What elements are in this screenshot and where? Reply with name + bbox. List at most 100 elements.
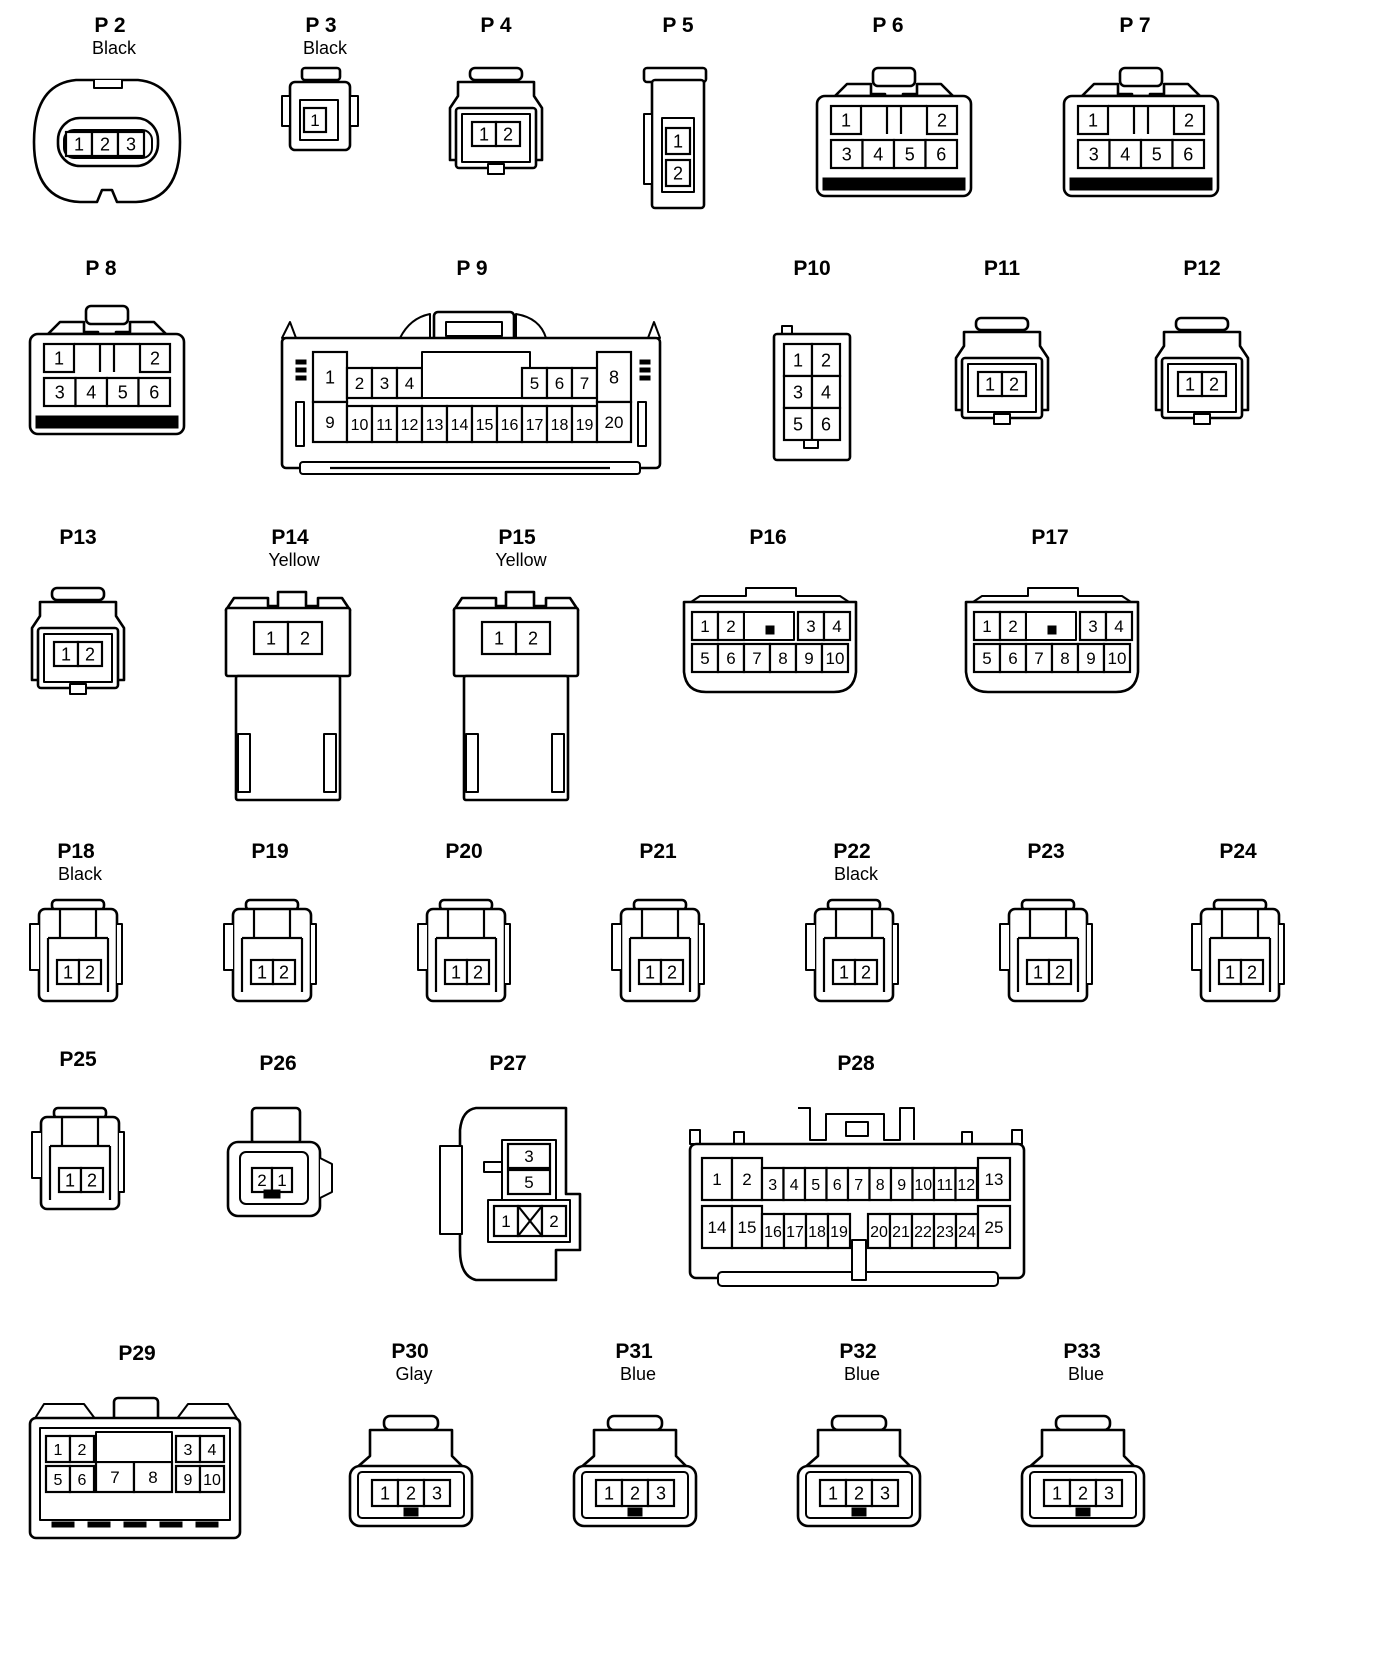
pin-number: 2 [78, 1442, 87, 1459]
pin-number: 2 [87, 1170, 97, 1190]
latch-shape [1118, 66, 1164, 88]
side-rail [439, 1145, 463, 1235]
cavity-cross [517, 1205, 543, 1237]
pin-cell [494, 120, 522, 148]
pin-cell [198, 1434, 226, 1464]
pin-number: 2 [673, 163, 683, 183]
housing-band [1069, 177, 1213, 191]
pin-cell [77, 958, 103, 986]
side-lug [31, 1131, 41, 1179]
pin-number: 2 [528, 628, 538, 648]
housing-shape [231, 907, 313, 1003]
connector-id-label: P11 [984, 257, 1021, 280]
connector-color-label: Black [92, 38, 137, 58]
corner-post [689, 1129, 701, 1145]
pin-number: 10 [826, 649, 845, 668]
pin-cell [132, 1460, 174, 1494]
pin-cell [302, 106, 328, 134]
pin-number: 3 [806, 617, 815, 636]
pin-cell [42, 376, 77, 408]
pin-number: 4 [208, 1442, 217, 1459]
pin-number: 3 [380, 374, 389, 393]
pin-number: 10 [1108, 649, 1127, 668]
key-mark [1075, 1507, 1091, 1517]
latch-shape [606, 1414, 664, 1432]
pin-number: 2 [100, 134, 110, 154]
pin-number: 2 [1209, 374, 1219, 394]
pin-cell [810, 342, 842, 378]
corner-post [961, 1131, 973, 1145]
pin-number: 20 [605, 413, 624, 432]
pin-cell [742, 642, 772, 674]
pin-cell [74, 376, 109, 408]
pin-number: 10 [351, 417, 369, 434]
side-lug [119, 1131, 125, 1193]
pin-number: 8 [148, 1468, 157, 1487]
connector-id-label: P19 [251, 840, 288, 863]
pin-cell [44, 1464, 72, 1494]
pin-number: 1 [61, 644, 71, 664]
pin-number: 1 [793, 350, 803, 370]
pin-number: 5 [700, 649, 709, 668]
pin-number: 8 [778, 649, 787, 668]
pin-number: 23 [936, 1224, 954, 1241]
pin-number: 1 [1225, 962, 1235, 982]
pin-number: 2 [355, 374, 364, 393]
side-lug [805, 923, 815, 971]
vent-slot [639, 359, 651, 365]
pin-number: 1 [277, 1171, 286, 1190]
pin-number: 3 [184, 1442, 193, 1459]
pin-cell [826, 1212, 852, 1250]
pin-number: 8 [1060, 649, 1069, 668]
key-mark [263, 1189, 281, 1199]
connector-id-label: P23 [1027, 840, 1064, 863]
vent-slot [295, 359, 307, 365]
pin-number: 2 [1008, 617, 1017, 636]
connector-id-label: P30 [391, 1340, 428, 1363]
pin-number: 2 [1184, 110, 1194, 130]
pin-number: 4 [821, 382, 831, 402]
side-lug [417, 923, 427, 971]
latch-shape [84, 304, 130, 326]
pin-number: 2 [667, 962, 677, 982]
pin-cell [68, 1434, 96, 1464]
pin-cell [514, 620, 552, 656]
connector-id-label: P 2 [94, 14, 125, 37]
pin-number: 1 [645, 962, 655, 982]
vent-slot [639, 367, 651, 373]
key-notch [1193, 413, 1211, 425]
pin-cell [1108, 138, 1143, 170]
vent-slot [123, 1521, 147, 1528]
pin-number: 5 [118, 382, 128, 402]
pin-number: 10 [203, 1472, 221, 1489]
vent-slot [295, 375, 307, 381]
side-lug [319, 1157, 333, 1199]
key-notch [993, 413, 1011, 425]
connector-id-label: P28 [837, 1052, 875, 1075]
side-lug [643, 113, 653, 185]
latch-shape [871, 66, 917, 88]
key-notch [803, 439, 819, 449]
pin-cell [976, 1156, 1012, 1202]
side-slot [295, 401, 305, 447]
connector-id-label: P10 [793, 257, 830, 280]
pin-number: 6 [149, 382, 159, 402]
connector-id-label: P21 [639, 840, 677, 863]
pin-cell [659, 958, 685, 986]
pin-cell [810, 374, 842, 410]
pin-cell [420, 404, 449, 444]
pin-number: 2 [279, 962, 289, 982]
pin-cell [480, 620, 518, 656]
pin-number: 3 [656, 1483, 666, 1503]
pin-cell [422, 1478, 452, 1508]
pin-cell [595, 400, 633, 444]
pin-cell [829, 138, 864, 170]
pin-number: 19 [576, 417, 594, 434]
pin-number: 11 [936, 1177, 953, 1194]
pin-cell [690, 610, 720, 642]
